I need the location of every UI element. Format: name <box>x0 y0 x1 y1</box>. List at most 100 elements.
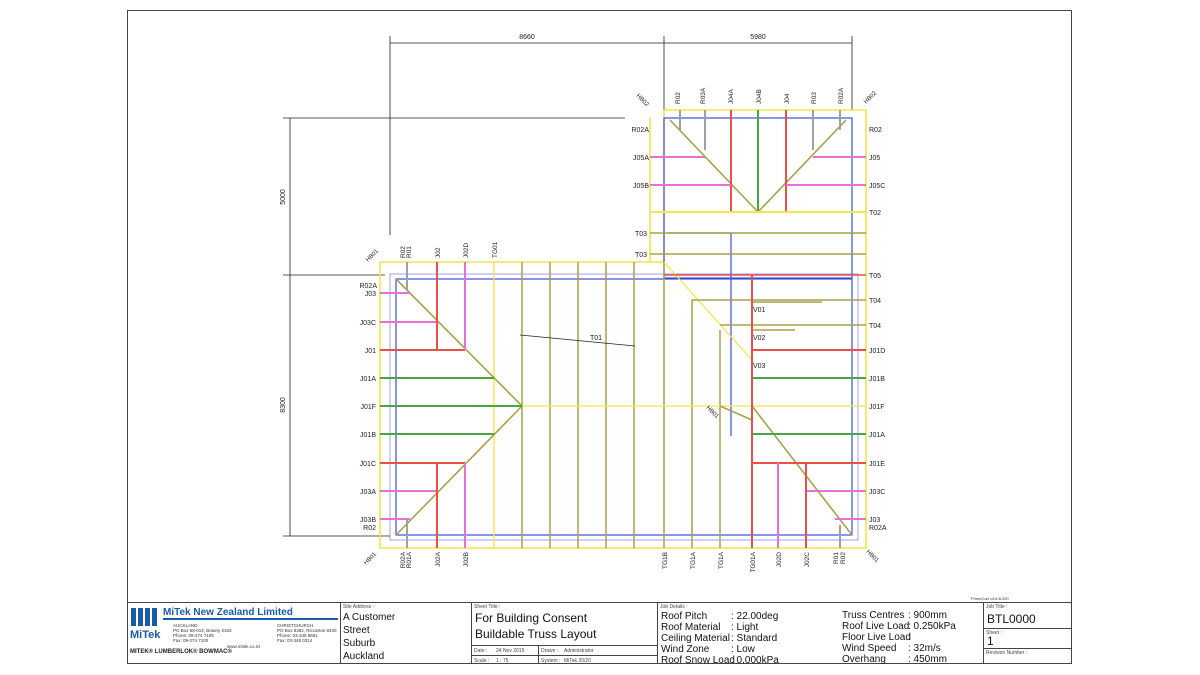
label: HB01 <box>365 248 380 263</box>
job-key: Roof Material <box>661 622 721 633</box>
date-label: Date : <box>474 648 488 654</box>
job-value: : Standard <box>731 633 778 644</box>
label: J02D <box>776 552 783 567</box>
drawn-label: Drawn : <box>541 648 559 654</box>
label: HB02 <box>863 90 878 105</box>
label: R01A <box>406 551 413 568</box>
label: R01 <box>406 246 413 258</box>
common-trusses <box>521 262 721 548</box>
company-rule <box>163 618 338 620</box>
label: J01E <box>869 461 885 468</box>
label: J02D <box>463 243 470 258</box>
job-key: Roof Snow Load <box>661 655 735 666</box>
brand-names: MITEK® LUMBERLOK® BOWMAC® <box>130 649 232 655</box>
label: J03C <box>869 489 885 496</box>
label: T05 <box>869 273 881 280</box>
divider <box>984 648 1072 649</box>
label: HB02 <box>635 93 650 108</box>
right-labels: R02 J05 J05C T02 T05 T04 T04 J01D J01B J… <box>869 127 887 532</box>
system-value: MiTek 20/20 <box>564 658 591 664</box>
label: V03 <box>753 363 766 370</box>
label: J01B <box>360 432 376 439</box>
label: R02 <box>363 525 376 532</box>
label: J01 <box>365 348 376 355</box>
label: TG1B <box>662 552 669 569</box>
left-upper-labels: R02A J05A J05B T03 T03 <box>631 127 649 259</box>
label: J05A <box>633 155 649 162</box>
bottom-left-labels: R02A R01A J02A J02B <box>400 551 470 568</box>
sheet-title-label: Sheet Title : <box>474 604 501 610</box>
label: R02A <box>631 127 649 134</box>
software-version: PrimeCad v4.6.8.200 <box>971 596 1009 601</box>
office-line: PO Box 58-014, Botany 2163 <box>173 628 232 633</box>
site-address-line: Suburb <box>343 638 376 649</box>
drawing-sheet <box>127 10 1072 664</box>
label: J05 <box>869 155 880 162</box>
label: T03 <box>635 231 647 238</box>
dimension-left-lower: 8300 <box>280 397 287 413</box>
label: R02A <box>869 525 887 532</box>
left-labels: R02A J03 J03C J01 J01A J01F J01B J01C J0… <box>359 283 377 532</box>
divider <box>984 628 1072 629</box>
auckland-office: AUCKLAND PO Box 58-014, Botany 2163 Phon… <box>173 623 232 643</box>
label: TG1A <box>718 551 725 569</box>
label: J03C <box>360 320 376 327</box>
label: J01C <box>360 461 376 468</box>
job-value: : 900mm <box>908 610 947 621</box>
label: T04 <box>869 323 881 330</box>
label: R02 <box>400 246 407 258</box>
label: R03 <box>811 92 818 104</box>
top-lower-labels: R02 R01 J02 J02D TG01 <box>400 241 499 258</box>
job-value: : Low <box>731 644 755 655</box>
label: R02 <box>840 552 847 564</box>
label: J01D <box>869 348 885 355</box>
divider <box>472 645 657 646</box>
wing-trusses <box>650 232 866 331</box>
top-upper-labels: R02 R03A J04A J04B J04 R03 R02A <box>675 87 845 104</box>
label: J01F <box>360 404 376 411</box>
job-details-label: Job Details : <box>660 604 688 610</box>
section-line <box>519 334 636 347</box>
label: R02A <box>838 87 845 104</box>
job-value: : 32m/s <box>908 643 941 654</box>
label: TG01 <box>492 241 499 258</box>
mitek-logo-icon <box>131 608 157 626</box>
company-cell: MiTek New Zealand Limited MiTek AUCKLAND… <box>127 603 341 664</box>
label: J03B <box>360 517 376 524</box>
job-value: : 0.250kPa <box>908 621 956 632</box>
system-label: System : <box>541 658 561 664</box>
job-key: Truss Centres <box>842 610 905 621</box>
job-value: : 22.00deg <box>731 611 779 622</box>
office-line: CHRISTCHURCH <box>277 623 314 628</box>
site-address-label: Site Address : <box>343 604 374 610</box>
job-title-value: BTL0000 <box>987 612 1036 626</box>
valley-labels: V01 V02 V03 <box>753 307 766 370</box>
job-value: : Light <box>731 622 759 633</box>
site-address-cell: Site Address : A Customer Street Suburb … <box>341 603 472 664</box>
label: R02 <box>675 92 682 104</box>
job-key: Ceiling Material <box>661 633 730 644</box>
label: TG01A <box>750 551 757 572</box>
job-key: Roof Pitch <box>661 611 708 622</box>
dimension-left-upper: 5000 <box>280 189 287 205</box>
label: R02A <box>359 283 377 290</box>
office-line: PO Box 8382, Riccarton 8440 <box>277 628 337 633</box>
label: J02A <box>435 551 442 566</box>
sheet-label: Sheet : <box>986 630 1002 636</box>
sheet-title-line: Buildable Truss Layout <box>475 627 597 641</box>
label: J03 <box>365 291 376 298</box>
job-title-cell: Job Title : BTL0000 Sheet : 1 Revision N… <box>984 603 1072 664</box>
label: J01A <box>869 432 885 439</box>
label: J04A <box>728 89 735 104</box>
date-value: 24 Nov 2015 <box>496 648 525 654</box>
revision-label: Revision Number : <box>986 650 1028 656</box>
label: TG1A <box>690 551 697 569</box>
label: V02 <box>753 335 766 342</box>
job-title-label: Job Title : <box>986 604 1008 610</box>
site-address-line: Street <box>343 625 370 636</box>
sheet-title-line: For Building Consent <box>475 611 588 625</box>
label: R02A <box>400 551 407 568</box>
label: V01 <box>753 307 766 314</box>
mitek-wordmark: MiTek <box>130 629 161 641</box>
label: J03A <box>360 489 376 496</box>
